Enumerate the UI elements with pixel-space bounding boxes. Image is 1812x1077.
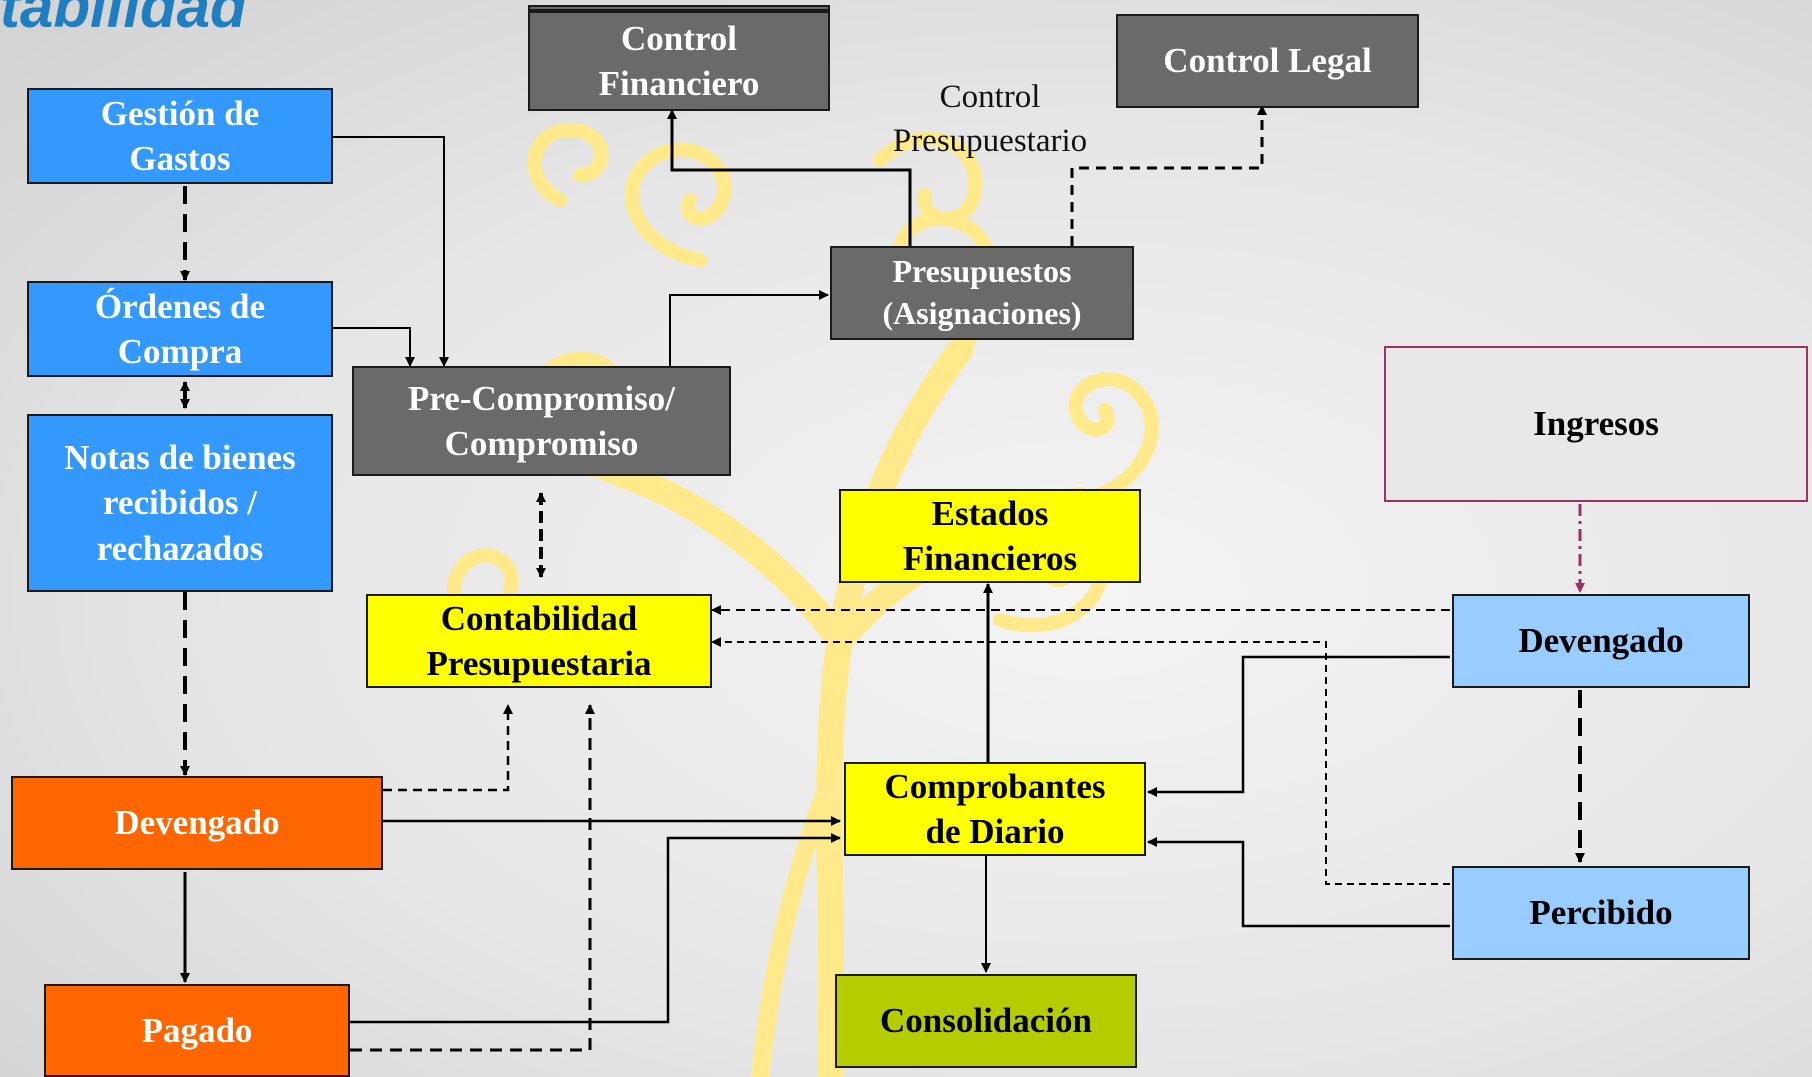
percibido-box: Percibido [1452,866,1750,960]
control-financiero-box: Control Financiero [528,11,830,111]
comprobantes-diario-label: Comprobantes de Diario [884,766,1106,852]
gestion-gastos-box: Gestión de Gastos [27,88,333,184]
arrow-presupuestos-controllegal [1070,105,1267,246]
ordenes-compra-label: Órdenes de Compra [94,286,266,372]
contabilidad-presupuestaria-box: Contabilidad Presupuestaria [366,594,712,688]
pagado-label: Pagado [141,1010,253,1050]
arrow-presupuestos-controlfinanciero [667,109,912,246]
notas-bienes-label: Notas de bienes recibidos / rechazados [64,437,296,568]
devengado-gasto-label: Devengado [114,803,280,843]
notas-bienes-box: Notas de bienes recibidos / rechazados [27,414,333,592]
contabilidad-presupuestaria-label: Contabilidad Presupuestaria [426,598,652,684]
presupuestos-box: Presupuestos (Asignaciones) [830,246,1134,340]
arrow-percibido-comprobantes [1147,837,1450,928]
arrow-gestion-precompromiso [333,136,449,367]
control-legal-label: Control Legal [1163,41,1372,81]
ordenes-compra-box: Órdenes de Compra [27,281,333,377]
consolidacion-label: Consolidación [880,1001,1092,1041]
comprobantes-diario-box: Comprobantes de Diario [844,762,1146,856]
arrow-devengadoingreso-comprobantes [1147,655,1450,797]
control-legal-box: Control Legal [1116,14,1419,108]
ingresos-label: Ingresos [1533,404,1659,444]
gestion-gastos-label: Gestión de Gastos [100,93,260,179]
presupuestos-label: Presupuestos (Asignaciones) [882,253,1082,331]
pre-compromiso-box: Pre-Compromiso/ Compromiso [352,366,731,476]
devengado-gasto-box: Devengado [11,776,383,870]
devengado-ingreso-box: Devengado [1452,594,1750,688]
pre-compromiso-label: Pre-Compromiso/ Compromiso [408,378,675,464]
control-financiero-label: Control Financiero [598,18,760,104]
control-financiero-stack-edge [528,5,830,11]
estados-financieros-box: Estados Financieros [839,489,1141,583]
arrow-ordenes-precompromiso [333,327,415,367]
pagado-box: Pagado [44,984,350,1077]
arrow-pagado-contabilidad [350,704,595,1052]
arrow-devengado-contabilidad [383,704,513,792]
devengado-ingreso-label: Devengado [1518,621,1684,661]
arrow-pagado-comprobantes [350,833,841,1024]
slide-title: tabilidad [0,0,247,40]
arrow-precompromiso-presupuestos [669,290,829,366]
consolidacion-box: Consolidación [835,974,1137,1068]
estados-financieros-label: Estados Financieros [902,493,1078,579]
percibido-label: Percibido [1529,893,1673,933]
ingresos-box: Ingresos [1384,346,1808,502]
control-presupuestario-label: Control Presupuestario [892,79,1088,159]
arrow-percibido-contabilidad [711,637,1450,885]
